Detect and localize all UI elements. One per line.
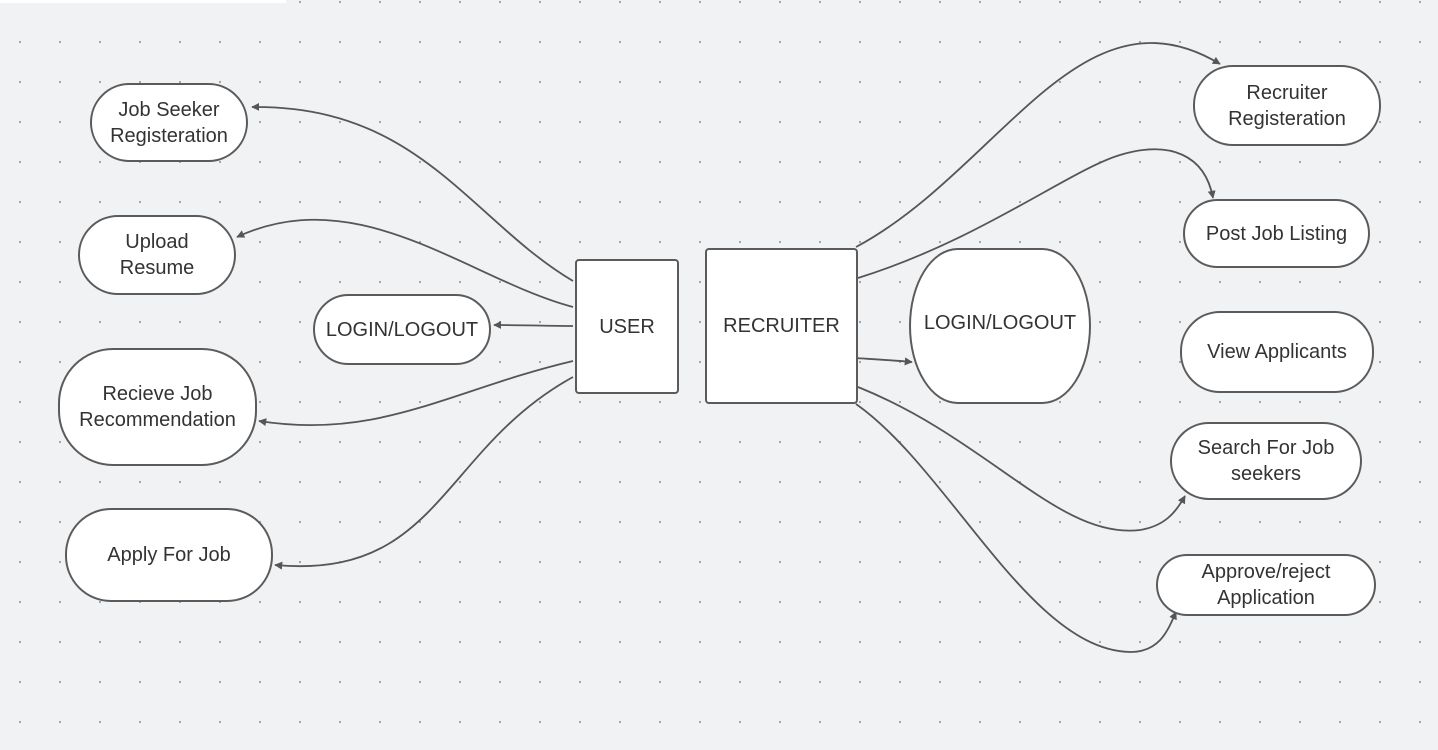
job-seeker-registration-node[interactable]: Job Seeker Registeration (90, 83, 248, 162)
approve-reject-label: Approve/reject Application (1201, 561, 1331, 609)
edge-user-to-apply-for-job[interactable] (274, 376, 574, 570)
edge-recruiter-to-search-job-seekers[interactable] (857, 386, 1186, 532)
view-applicants-label: View Applicants (1207, 341, 1347, 363)
user-actor-box[interactable]: USER (575, 259, 679, 394)
recruiter-actor-label: RECRUITER (723, 315, 840, 337)
search-job-seekers-node[interactable]: Search For Job seekers (1170, 422, 1362, 500)
job-seeker-registration-label: Job Seeker Registeration (110, 98, 228, 147)
approve-reject-node[interactable]: Approve/reject Application (1156, 554, 1376, 616)
canvas-top-band (0, 0, 286, 3)
receive-recommendation-node[interactable]: Recieve Job Recommendation (58, 348, 257, 466)
edge-recruiter-to-login[interactable] (854, 357, 913, 366)
user-login-logout-node[interactable]: LOGIN/LOGOUT (313, 294, 491, 365)
edge-user-to-job-seeker-registration[interactable] (251, 102, 574, 282)
receive-recommendation-label: Recieve Job Recommendation (79, 383, 236, 431)
apply-for-job-node[interactable]: Apply For Job (65, 508, 273, 602)
search-job-seekers-label: Search For Job seekers (1197, 437, 1335, 485)
recruiter-registration-node[interactable]: Recruiter Registeration (1193, 65, 1381, 146)
upload-resume-node[interactable]: Upload Resume (78, 215, 236, 295)
edge-recruiter-to-approve-reject[interactable] (855, 403, 1177, 653)
recruiter-actor-box[interactable]: RECRUITER (705, 248, 858, 404)
edge-user-to-upload-resume[interactable] (236, 218, 574, 308)
view-applicants-node[interactable]: View Applicants (1180, 311, 1374, 393)
edge-recruiter-to-recruiter-registration[interactable] (855, 42, 1221, 248)
edge-user-to-login[interactable] (493, 321, 574, 330)
recruiter-registration-label: Recruiter Registeration (1228, 81, 1346, 130)
upload-resume-label: Upload Resume (119, 231, 195, 279)
user-login-logout-label: LOGIN/LOGOUT (325, 318, 479, 341)
post-job-listing-label: Post Job Listing (1205, 222, 1348, 245)
edge-recruiter-to-post-job-listing[interactable] (857, 148, 1216, 279)
apply-for-job-label: Apply For Job (107, 544, 231, 566)
edge-user-to-receive-recommendation[interactable] (258, 360, 574, 427)
recruiter-login-logout-label: LOGIN/LOGOUT (923, 312, 1077, 334)
recruiter-login-logout-node[interactable]: LOGIN/LOGOUT (909, 248, 1091, 404)
user-actor-label: USER (599, 315, 655, 338)
post-job-listing-node[interactable]: Post Job Listing (1183, 199, 1370, 268)
